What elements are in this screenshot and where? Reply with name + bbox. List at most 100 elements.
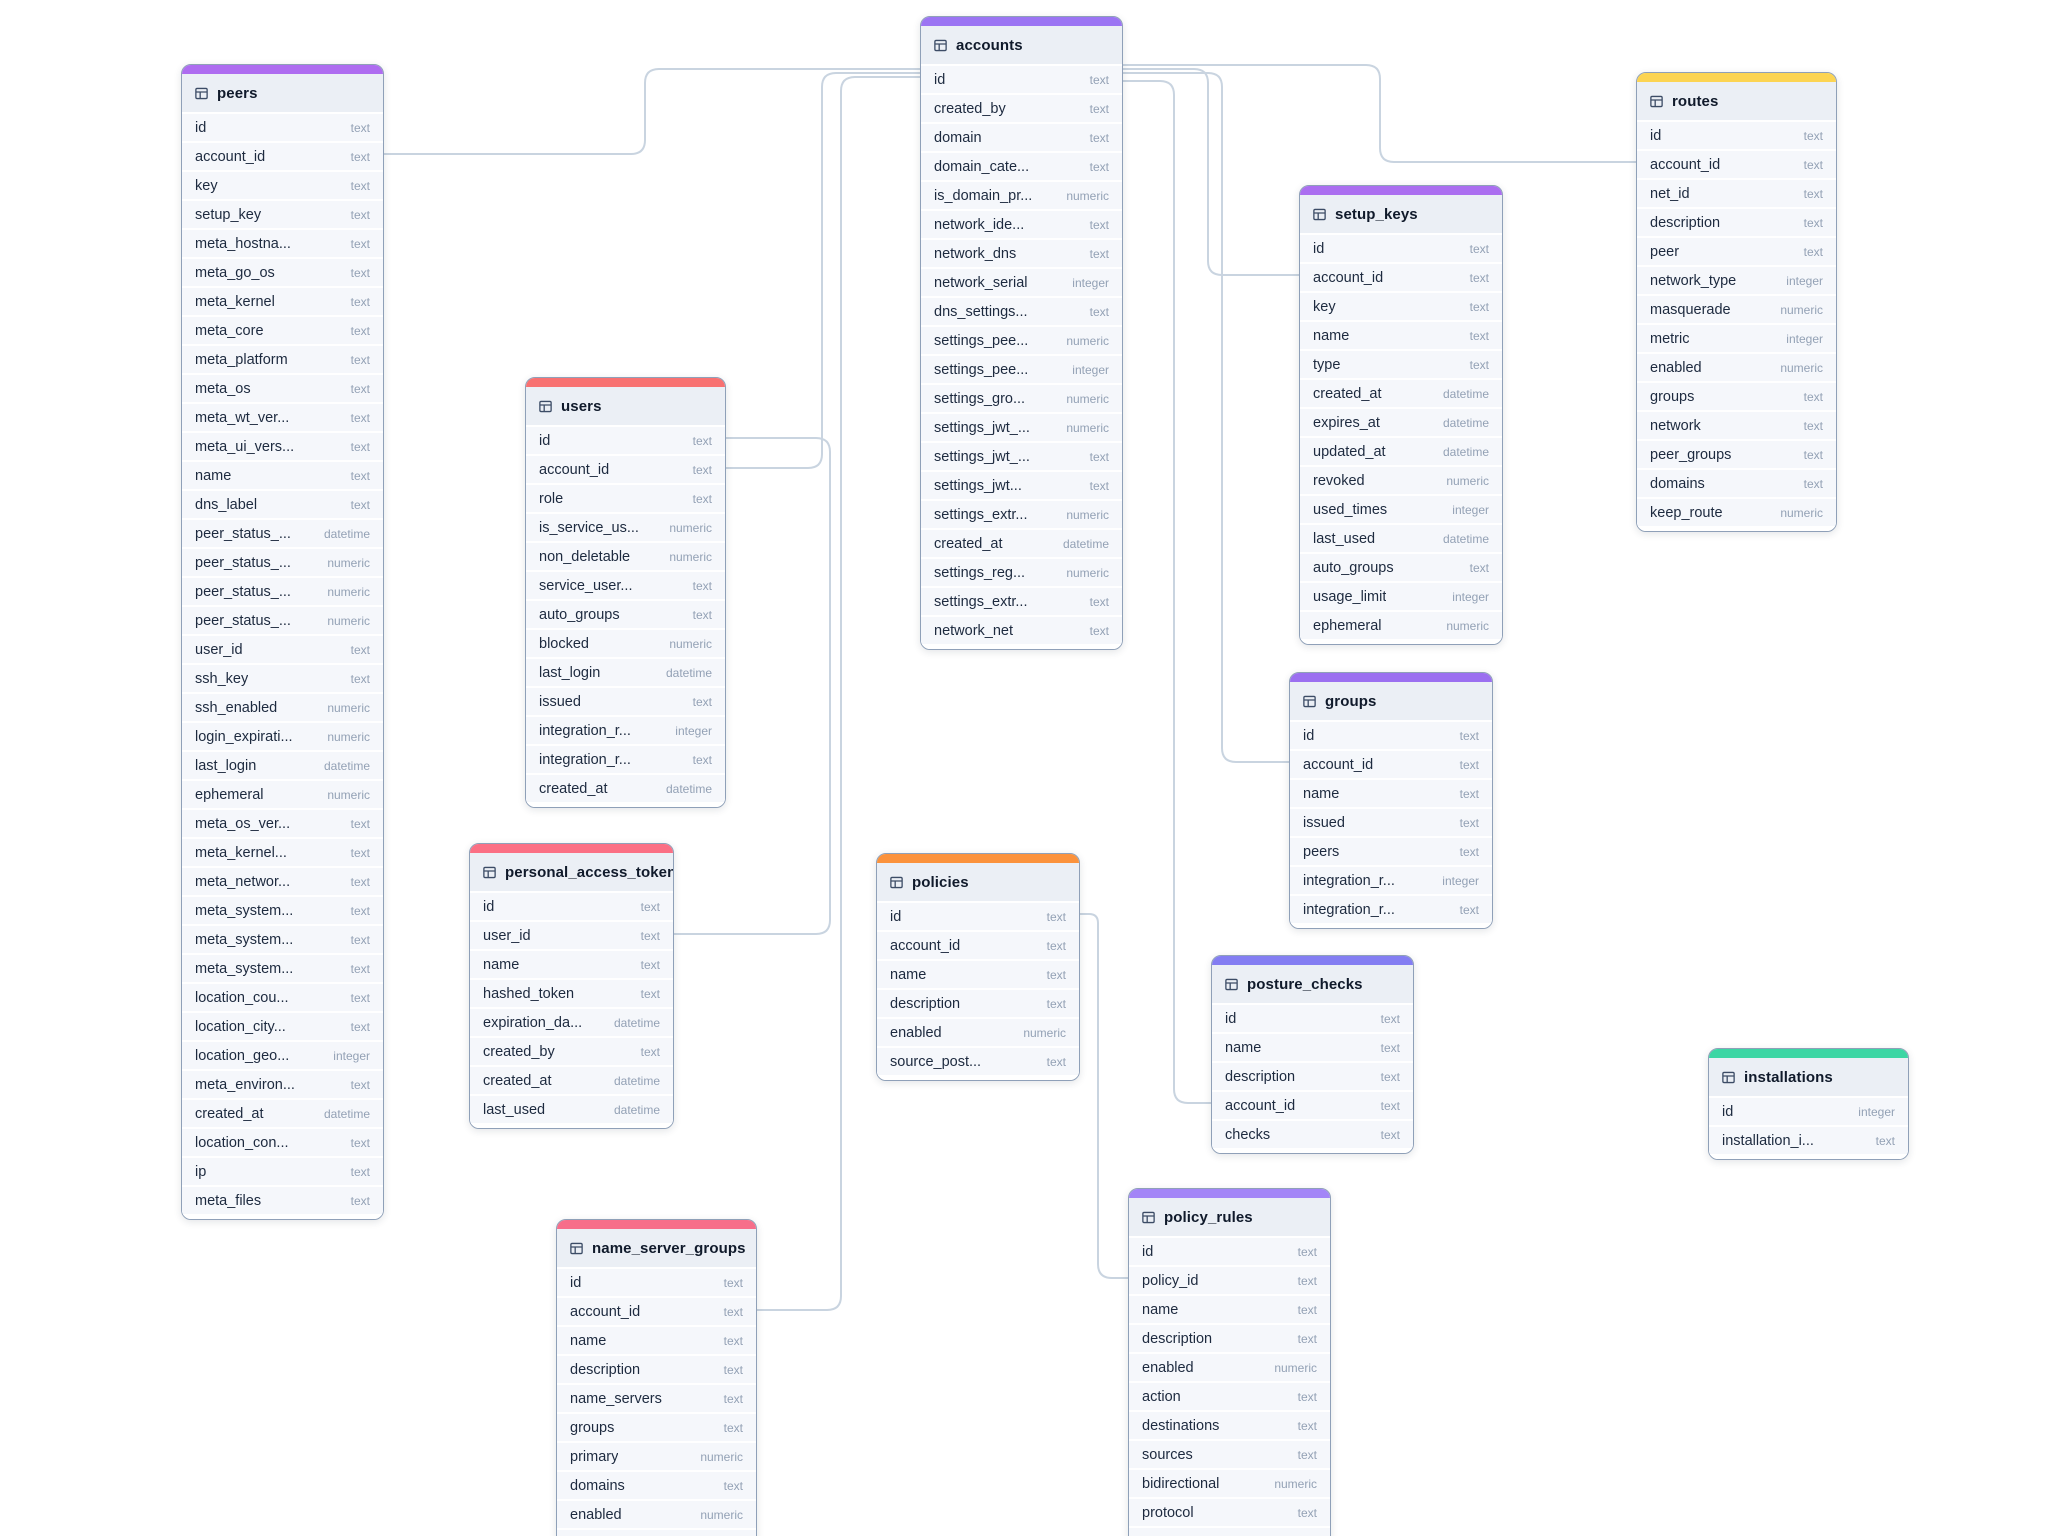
field-row[interactable]: peer_status_...datetime bbox=[182, 520, 383, 549]
field-row[interactable]: location_con...text bbox=[182, 1129, 383, 1158]
field-row[interactable]: settings_pee...integer bbox=[921, 356, 1122, 385]
field-row[interactable]: settings_pee...numeric bbox=[921, 327, 1122, 356]
field-row[interactable]: settings_jwt_...numeric bbox=[921, 414, 1122, 443]
field-row[interactable]: peer_status_...numeric bbox=[182, 578, 383, 607]
field-row[interactable]: integration_r...integer bbox=[526, 717, 725, 746]
field-row[interactable]: meta_system...text bbox=[182, 926, 383, 955]
field-row[interactable]: dns_settings...text bbox=[921, 298, 1122, 327]
field-row[interactable]: integration_r...text bbox=[1290, 896, 1492, 925]
field-row[interactable]: meta_wt_ver...text bbox=[182, 404, 383, 433]
field-row[interactable]: settings_extr...numeric bbox=[921, 501, 1122, 530]
field-row[interactable]: integration_r...integer bbox=[1290, 867, 1492, 896]
field-row[interactable]: location_cou...text bbox=[182, 984, 383, 1013]
field-row[interactable]: meta_ui_vers...text bbox=[182, 433, 383, 462]
field-row[interactable]: peer_status_...numeric bbox=[182, 549, 383, 578]
field-row[interactable]: installation_i...text bbox=[1709, 1127, 1908, 1156]
field-row[interactable]: meta_environ...text bbox=[182, 1071, 383, 1100]
field-row[interactable]: is_service_us...numeric bbox=[526, 514, 725, 543]
field-row[interactable]: meta_networ...text bbox=[182, 868, 383, 897]
field-row[interactable]: location_city...text bbox=[182, 1013, 383, 1042]
field-row[interactable]: login_expirati...numeric bbox=[182, 723, 383, 752]
field-row[interactable]: expiration_da...datetime bbox=[470, 1009, 673, 1038]
field-row[interactable]: domain_cate...text bbox=[921, 153, 1122, 182]
field-row[interactable]: settings_gro...numeric bbox=[921, 385, 1122, 414]
field-row[interactable]: is_domain_pr...numeric bbox=[921, 182, 1122, 211]
field-row[interactable]: meta_os_ver...text bbox=[182, 810, 383, 839]
field-row[interactable]: peer_status_...numeric bbox=[182, 607, 383, 636]
field-row[interactable]: network_ide...text bbox=[921, 211, 1122, 240]
field-row[interactable]: settings_jwt...text bbox=[921, 472, 1122, 501]
